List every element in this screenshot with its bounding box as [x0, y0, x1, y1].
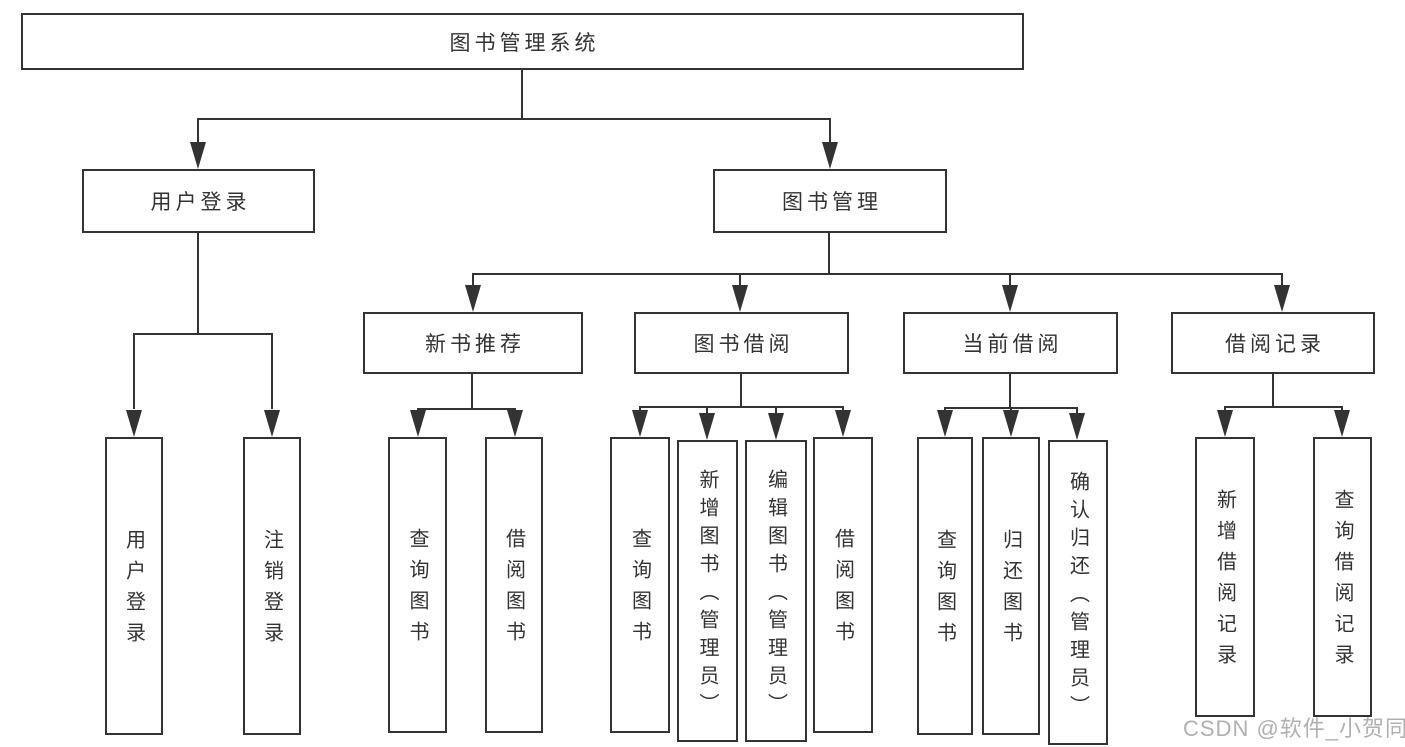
- connector-line: [639, 406, 843, 408]
- node-label: 当前借阅: [962, 333, 1063, 356]
- node-label: 用户登录: [122, 529, 145, 653]
- node-label: 查询图书: [933, 529, 956, 653]
- node-book-borrow: 图书借阅: [634, 312, 849, 374]
- connector-line: [197, 233, 199, 333]
- node-label: 查询借阅记录: [1331, 489, 1353, 675]
- connector-line: [197, 118, 831, 120]
- node-leaf-query-book-3: 查询图书: [917, 437, 973, 735]
- node-leaf-confirm-return-admin: 确认归还（管理员）: [1048, 440, 1108, 745]
- connector-line: [417, 408, 516, 410]
- connector-line: [739, 273, 741, 285]
- node-label: 图书借阅: [693, 333, 794, 356]
- connector-line: [829, 118, 831, 144]
- node-leaf-add-borrow-record: 新增借阅记录: [1195, 437, 1255, 717]
- arrow-down-icon: [937, 410, 953, 437]
- node-leaf-edit-book-admin: 编辑图书（管理员）: [745, 440, 807, 742]
- node-borrow-records: 借阅记录: [1171, 312, 1375, 374]
- node-label: 确认归还（管理员）: [1066, 470, 1089, 723]
- node-label: 借阅图书: [502, 528, 525, 652]
- connector-line: [842, 406, 844, 412]
- arrow-down-icon: [1069, 413, 1085, 440]
- connector-line: [197, 118, 199, 144]
- node-current-borrow: 当前借阅: [903, 312, 1118, 374]
- arrow-down-icon: [768, 413, 784, 440]
- node-leaf-query-book-1: 查询图书: [388, 437, 447, 733]
- arrow-down-icon: [264, 410, 280, 437]
- connector-line: [471, 374, 473, 408]
- node-label: 图书管理: [782, 191, 882, 214]
- node-leaf-query-borrow-record: 查询借阅记录: [1313, 437, 1372, 717]
- node-leaf-query-book-2: 查询图书: [610, 437, 670, 733]
- connector-line: [740, 374, 742, 406]
- connector-line: [1281, 273, 1283, 285]
- arrow-down-icon: [190, 142, 206, 169]
- arrow-down-icon: [507, 410, 523, 437]
- connector-line: [1224, 406, 1343, 408]
- node-label: 借阅记录: [1225, 333, 1325, 356]
- node-label: 注销登录: [260, 529, 283, 653]
- arrow-down-icon: [1002, 285, 1018, 312]
- connector-line: [1341, 406, 1343, 412]
- node-leaf-borrow-book-1: 借阅图书: [485, 437, 543, 733]
- arrow-down-icon: [1274, 285, 1290, 312]
- arrow-down-icon: [699, 413, 715, 440]
- arrow-down-icon: [465, 285, 481, 312]
- node-root: 图书管理系统: [21, 13, 1024, 70]
- connector-line: [706, 406, 708, 414]
- arrow-down-icon: [410, 410, 426, 437]
- arrow-down-icon: [835, 410, 851, 437]
- connector-line: [775, 406, 777, 414]
- node-leaf-user-login: 用户登录: [105, 437, 163, 735]
- connector-line: [1076, 407, 1078, 415]
- arrow-down-icon: [1217, 410, 1233, 437]
- connector-line: [944, 407, 946, 412]
- connector-line: [1010, 407, 1012, 412]
- connector-line: [133, 333, 135, 409]
- connector-line: [639, 406, 641, 412]
- arrow-down-icon: [1334, 410, 1350, 437]
- node-label: 借阅图书: [831, 528, 854, 652]
- connector-line: [133, 333, 273, 335]
- connector-line: [1272, 374, 1274, 406]
- node-label: 新书推荐: [425, 333, 525, 356]
- arrow-down-icon: [822, 142, 838, 169]
- arrow-down-icon: [632, 410, 648, 437]
- node-user-login: 用户登录: [82, 169, 315, 233]
- node-leaf-add-book-admin: 新增图书（管理员）: [677, 440, 738, 742]
- connector-line: [828, 233, 830, 273]
- arrow-down-icon: [732, 285, 748, 312]
- arrow-down-icon: [126, 410, 142, 437]
- node-label: 归还图书: [999, 529, 1022, 653]
- node-label: 查询图书: [406, 528, 428, 652]
- node-label: 新增借阅记录: [1213, 489, 1236, 675]
- node-label: 编辑图书（管理员）: [764, 469, 787, 721]
- node-leaf-borrow-book-2: 借阅图书: [813, 437, 873, 733]
- node-new-book-recommend: 新书推荐: [363, 312, 583, 374]
- node-label: 图书管理系统: [449, 31, 600, 55]
- connector-line: [1009, 273, 1011, 285]
- connector-line: [472, 273, 474, 285]
- connector-line: [1224, 406, 1226, 412]
- node-leaf-return-book: 归还图书: [982, 437, 1040, 735]
- csdn-watermark: CSDN @软件_小贺同学: [1183, 716, 1405, 741]
- connector-line: [472, 273, 1283, 275]
- arrow-down-icon: [1003, 410, 1019, 437]
- connector-line: [1009, 374, 1011, 407]
- node-leaf-logout: 注销登录: [243, 437, 301, 735]
- connector-line: [271, 333, 273, 409]
- node-book-management: 图书管理: [713, 169, 947, 233]
- node-label: 用户登录: [150, 191, 251, 214]
- node-label: 查询图书: [628, 528, 651, 652]
- connector-line: [521, 70, 523, 118]
- node-label: 新增图书（管理员）: [696, 469, 718, 721]
